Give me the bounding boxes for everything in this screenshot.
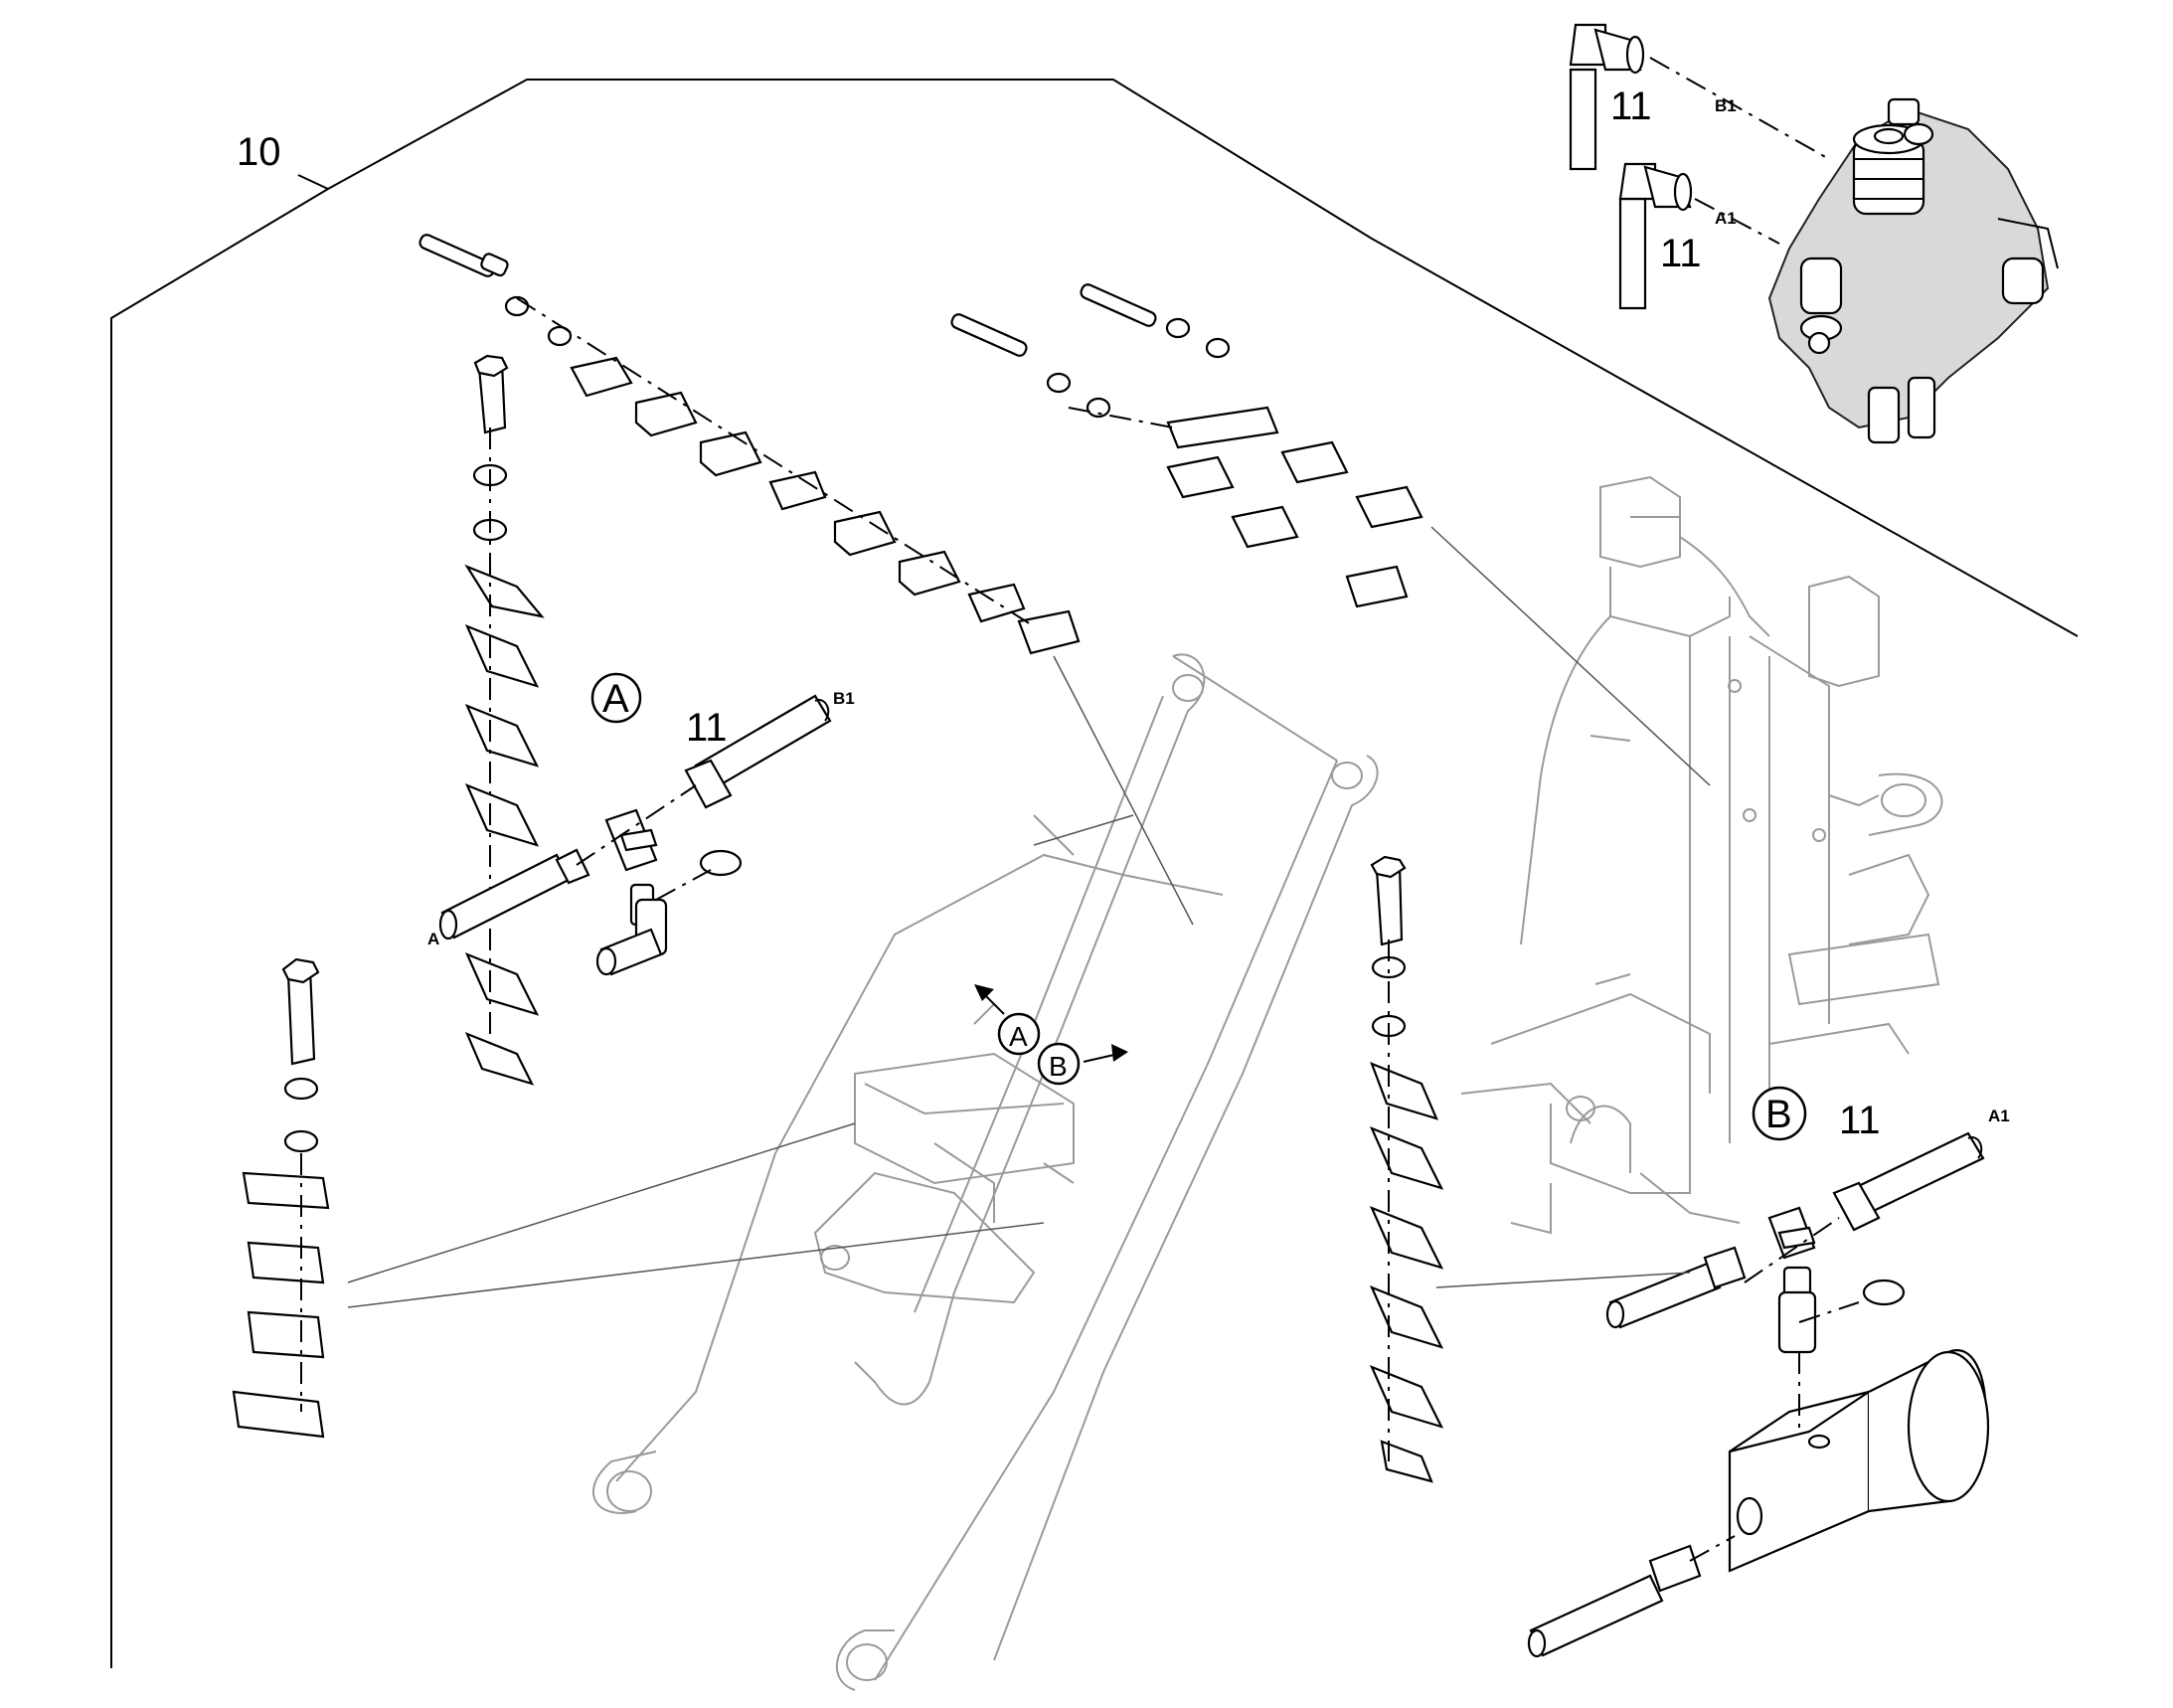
clamp-stack-top-right [950,283,1423,608]
control-valve [1767,97,2059,444]
detail-b-circle [1752,1086,1807,1141]
part-11-label-b: 11 [1839,1099,1881,1142]
arm-arrow-markers [974,984,1128,1086]
loader-arm [592,653,1379,1691]
clamp-stack-vertical-a [464,354,545,1086]
detail-a-circle [590,672,642,724]
hose-a1-top [1618,162,1693,310]
arrow-a-label: A [1009,1021,1028,1052]
loader-frame [1460,475,1943,1235]
port-b1-label-a: B1 [833,689,855,708]
clamp-stack-lower-left [232,957,330,1439]
port-a1-label-top: A1 [1715,209,1737,228]
clamp-stack-vertical-b [1369,855,1444,1483]
assembly-boundary [110,79,2079,1668]
arrow-b-circle [1037,1042,1081,1086]
part-11-label-top2: 11 [1660,232,1702,275]
arrow-a-circle [997,1012,1041,1056]
detail-b-label: B [1765,1093,1792,1136]
detail-a-fittings [438,694,832,976]
detail-b-fittings [1527,1131,1990,1658]
port-b1-label-top: B1 [1715,96,1737,115]
arrow-b-label: B [1049,1051,1068,1082]
port-a-label: A [427,930,439,948]
leader-lines [347,526,1711,1308]
part-11-label-a: 11 [686,706,728,750]
hose-b1-top [1569,23,1645,171]
detail-a-label: A [602,677,629,721]
assembly-ref-label: 10 [237,130,281,174]
part-11-label-top1: 11 [1610,85,1652,128]
clamp-stack-top-left [418,234,1081,655]
port-a1-label-b: A1 [1988,1107,2010,1125]
